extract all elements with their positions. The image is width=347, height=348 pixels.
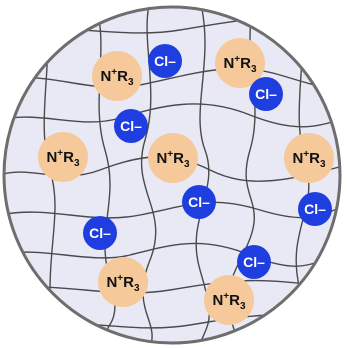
cation-r: R xyxy=(117,68,128,85)
chloride-ion: Cl– xyxy=(83,216,117,250)
cation-n: N xyxy=(212,292,223,309)
polymer-strand xyxy=(4,103,340,128)
cation-r: R xyxy=(229,292,240,309)
resin-bead-border xyxy=(2,5,342,345)
anion-circle xyxy=(298,192,332,226)
cation-charge: + xyxy=(117,273,123,284)
cation-label: N+R3 xyxy=(292,149,326,170)
quaternary-ammonium-site: N+R3 xyxy=(284,133,334,183)
anion-label: Cl– xyxy=(154,53,176,69)
cation-subscript: 3 xyxy=(251,64,257,75)
cation-r: R xyxy=(123,274,134,291)
chloride-ion: Cl– xyxy=(249,77,283,111)
cation-r: R xyxy=(309,150,320,167)
cation-n: N xyxy=(223,55,234,72)
anion-circle xyxy=(182,185,216,219)
cation-charge: + xyxy=(303,149,309,160)
chloride-ion: Cl– xyxy=(298,192,332,226)
cation-circle xyxy=(204,275,254,325)
cation-circle xyxy=(215,38,265,88)
cation-subscript: 3 xyxy=(128,77,134,88)
anion-label: Cl– xyxy=(120,118,142,134)
anion-layer: Cl– Cl– Cl– Cl– Cl– Cl– Cl– xyxy=(83,44,332,279)
anion-label: Cl– xyxy=(89,225,111,241)
cation-circle xyxy=(38,132,88,182)
cation-n: N xyxy=(46,149,57,166)
cation-circle xyxy=(92,51,142,101)
anion-label: Cl– xyxy=(304,201,326,217)
cation-circle xyxy=(148,133,198,183)
cation-label: N+R3 xyxy=(156,149,190,170)
anion-circle xyxy=(148,44,182,78)
chloride-ion: Cl– xyxy=(182,185,216,219)
cation-subscript: 3 xyxy=(74,158,80,169)
cation-subscript: 3 xyxy=(320,159,326,170)
chloride-ion: Cl– xyxy=(148,44,182,78)
cation-n: N xyxy=(156,150,167,167)
anion-label: Cl– xyxy=(255,86,277,102)
anion-circle xyxy=(249,77,283,111)
cation-label: N+R3 xyxy=(46,148,80,169)
cation-subscript: 3 xyxy=(134,283,140,294)
cation-subscript: 3 xyxy=(240,301,246,312)
cation-r: R xyxy=(173,150,184,167)
cation-n: N xyxy=(100,68,111,85)
anion-circle xyxy=(114,109,148,143)
chloride-ion: Cl– xyxy=(237,245,271,279)
cation-subscript: 3 xyxy=(184,159,190,170)
anion-circle xyxy=(83,216,117,250)
quaternary-ammonium-site: N+R3 xyxy=(148,133,198,183)
quaternary-ammonium-site: N+R3 xyxy=(92,51,142,101)
chloride-ion: Cl– xyxy=(114,109,148,143)
cation-label: N+R3 xyxy=(100,67,134,88)
cation-charge: + xyxy=(234,54,240,65)
polymer-strand xyxy=(4,279,340,294)
cation-n: N xyxy=(292,150,303,167)
quaternary-ammonium-site: N+R3 xyxy=(204,275,254,325)
polymer-strand xyxy=(4,242,340,267)
cation-charge: + xyxy=(111,67,117,78)
cation-charge: + xyxy=(223,291,229,302)
cation-r: R xyxy=(63,149,74,166)
quaternary-ammonium-site: N+R3 xyxy=(98,257,148,307)
cation-circle xyxy=(284,133,334,183)
anion-label: Cl– xyxy=(243,254,265,270)
cation-label: N+R3 xyxy=(106,273,140,294)
cation-label: N+R3 xyxy=(212,291,246,312)
cation-charge: + xyxy=(167,149,173,160)
quaternary-ammonium-site: N+R3 xyxy=(215,38,265,88)
cation-n: N xyxy=(106,274,117,291)
quaternary-ammonium-site: N+R3 xyxy=(38,132,88,182)
cation-label: N+R3 xyxy=(223,54,257,75)
cation-r: R xyxy=(240,55,251,72)
anion-label: Cl– xyxy=(188,194,210,210)
cation-circle xyxy=(98,257,148,307)
anion-circle xyxy=(237,245,271,279)
cation-charge: + xyxy=(57,148,63,159)
